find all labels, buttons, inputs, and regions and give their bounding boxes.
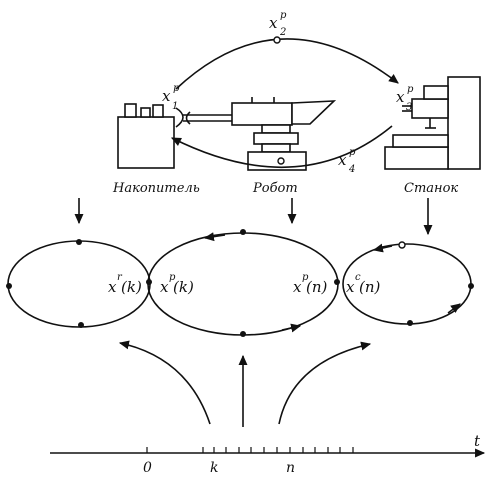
svg-text:p: p [280, 10, 287, 21]
svg-text:x: x [162, 87, 171, 105]
label-robot: Робот [252, 181, 298, 196]
state-node-x2 [273, 36, 281, 44]
svg-text:2: 2 [279, 27, 286, 38]
storage-gripper [175, 107, 184, 128]
label-storage: Накопитель [112, 181, 200, 196]
orbit-nodes [6, 229, 474, 337]
state-node-x4 [277, 157, 285, 165]
tick-label-k: k [210, 460, 218, 476]
svg-text:p: p [349, 147, 356, 158]
tick-label-n: n [286, 460, 295, 476]
svg-text:(k): (k) [173, 278, 194, 296]
orbit-machine-arrow-bottom [447, 303, 461, 314]
storage-unit [117, 103, 175, 169]
svg-text:3: 3 [406, 102, 412, 113]
svg-text:(n): (n) [359, 278, 381, 296]
svg-text:p: p [407, 84, 414, 95]
svg-text:4: 4 [348, 164, 355, 175]
svg-text:x: x [269, 14, 278, 32]
svg-text:x: x [338, 151, 347, 169]
transfer-arc-bottom [170, 125, 393, 169]
time-axis-ticks [146, 447, 354, 453]
svg-text:r: r [117, 272, 123, 283]
svg-text:p: p [302, 272, 309, 283]
tick-label-zero: 0 [143, 460, 152, 476]
machine-unit [384, 76, 481, 170]
orbit-robot-arrow-bottom [281, 323, 302, 333]
curve-arrow-left [118, 340, 211, 425]
state-label-x2: x p 2 [269, 10, 287, 38]
label-machine: Станок [404, 181, 458, 196]
state-label-x4: x p 4 [338, 147, 356, 175]
orbit-label-xp-n: x p (n) [293, 272, 328, 296]
orbit-label-xr-k: x r (k) [108, 272, 142, 296]
svg-text:p: p [173, 83, 180, 94]
svg-text:x: x [396, 88, 405, 106]
svg-text:x: x [346, 278, 355, 296]
state-label-x3: x p 3 [396, 84, 414, 113]
orbit-machine-arrow-top [372, 243, 393, 253]
svg-text:x: x [108, 278, 117, 296]
transfer-arc-top [175, 38, 399, 90]
svg-text:(n): (n) [306, 278, 328, 296]
curve-arrow-right [278, 341, 372, 425]
svg-text:x: x [160, 278, 169, 296]
orbit-label-xp-k: x p (k) [160, 272, 194, 296]
orbit-robot-arrow-top [203, 232, 226, 242]
svg-text:p: p [169, 272, 176, 283]
svg-text:(k): (k) [121, 278, 142, 296]
svg-text:x: x [293, 278, 302, 296]
time-axis-label: t [474, 432, 481, 450]
state-label-x1: x p 1 [162, 83, 180, 112]
robot-unit [183, 97, 337, 171]
svg-text:1: 1 [172, 101, 178, 112]
orbit-label-xc-n: x c (n) [346, 272, 381, 296]
svg-text:c: c [355, 272, 361, 283]
